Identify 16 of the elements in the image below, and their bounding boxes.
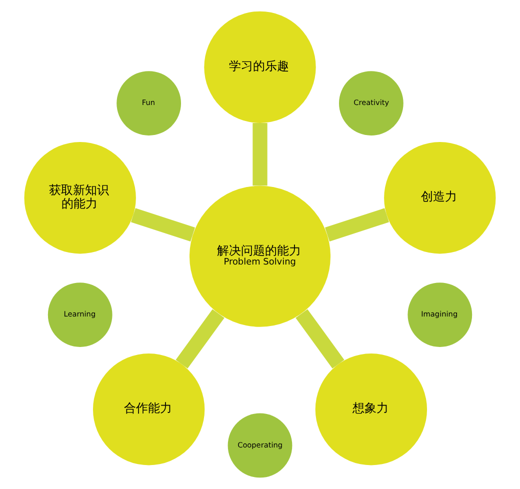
node-circle: 解决问题的能力 Problem Solving — [189, 186, 331, 327]
node-circle: 合作能力 — [92, 354, 205, 466]
node-circle: 获取新知识的能力 — [24, 142, 136, 254]
connector — [130, 208, 196, 242]
node-circle: Imagining — [408, 282, 472, 347]
node-circle: Cooperating — [228, 413, 292, 478]
node-circle: Creativity — [338, 71, 404, 136]
connector — [296, 309, 344, 368]
node-circle: 创造力 — [384, 142, 496, 254]
node-circle: 想象力 — [315, 354, 428, 466]
node-circle: 学习的乐趣 — [204, 11, 316, 123]
connector — [324, 208, 390, 242]
connector — [252, 123, 268, 186]
node-circle: Fun — [116, 71, 182, 136]
connector — [176, 309, 224, 368]
node-circle: Learning — [48, 282, 112, 347]
